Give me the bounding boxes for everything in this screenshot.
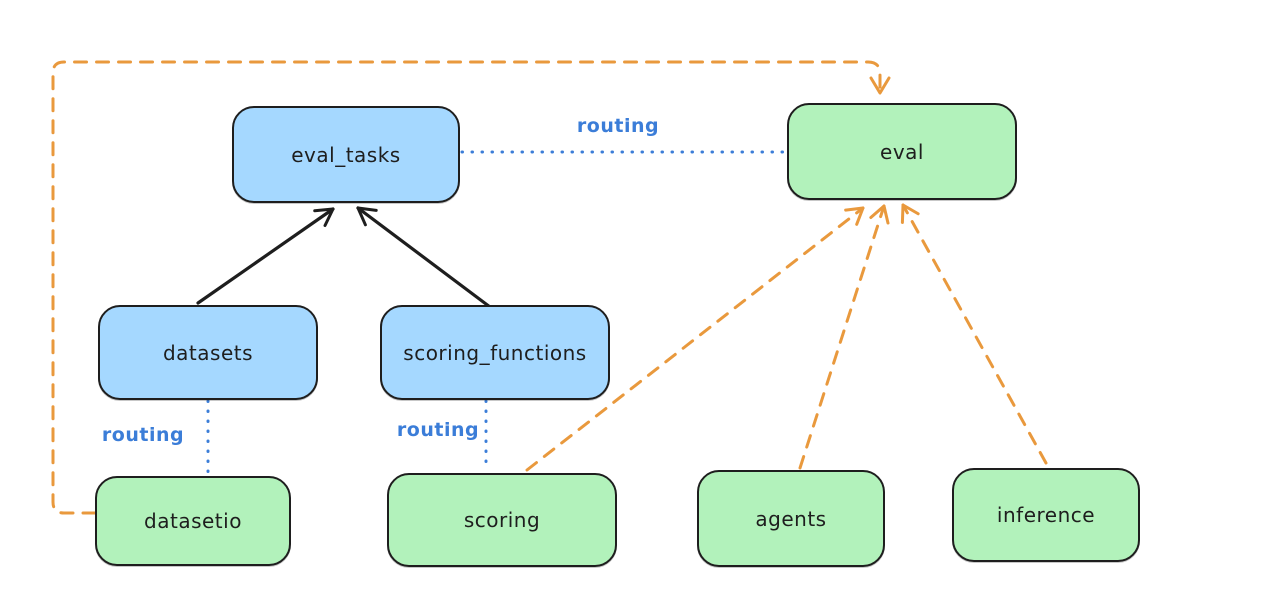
node-eval-tasks-label: eval_tasks bbox=[291, 142, 401, 167]
node-datasetio-label: datasetio bbox=[144, 509, 242, 533]
node-agents: agents bbox=[697, 470, 885, 567]
edge-inference-to-eval bbox=[900, 203, 1048, 465]
edge-datasets-to-eval-tasks bbox=[196, 207, 335, 305]
node-inference-label: inference bbox=[996, 503, 1096, 527]
edge-datasetio-to-eval bbox=[51, 60, 891, 515]
node-scoring-label: scoring bbox=[463, 508, 541, 532]
node-eval-label: eval bbox=[880, 139, 924, 164]
node-eval-tasks: eval_tasks bbox=[232, 106, 460, 203]
edge-label-routing-top: routing bbox=[576, 115, 660, 137]
node-agents-label: agents bbox=[755, 506, 827, 531]
node-inference: inference bbox=[952, 468, 1140, 562]
node-datasets: datasets bbox=[98, 305, 318, 400]
node-eval: eval bbox=[787, 103, 1017, 200]
node-scoring-functions: scoring_functions bbox=[380, 305, 610, 400]
node-datasets-label: datasets bbox=[162, 340, 254, 365]
edge-scoring-to-eval bbox=[525, 206, 865, 472]
edge-label-routing-datasets: routing bbox=[101, 424, 185, 446]
node-datasetio: datasetio bbox=[95, 476, 291, 566]
edge-scoring-functions-to-eval-tasks bbox=[356, 206, 492, 309]
edge-label-routing-scoring: routing bbox=[396, 419, 480, 441]
node-scoring: scoring bbox=[387, 473, 617, 567]
node-scoring-functions-label: scoring_functions bbox=[403, 340, 587, 365]
edge-agents-to-eval bbox=[798, 204, 890, 470]
